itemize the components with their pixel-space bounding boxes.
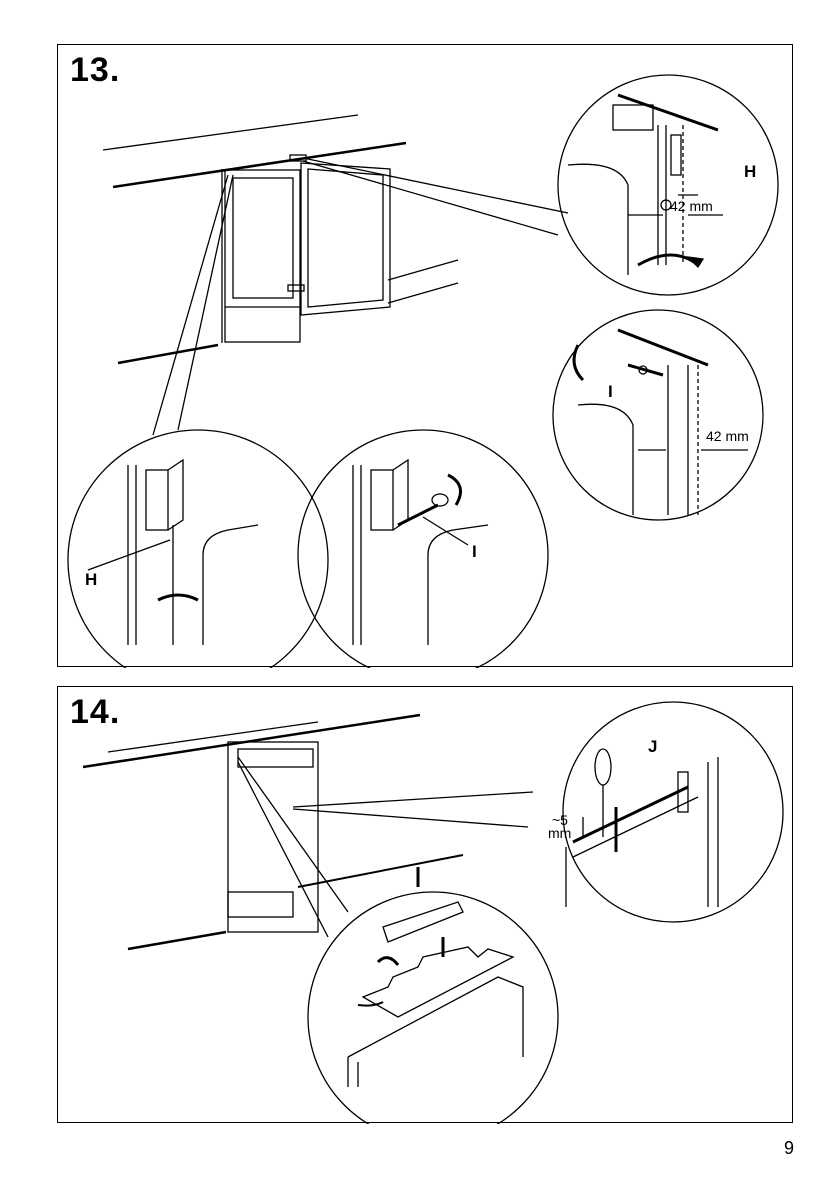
part-label-i: I (608, 382, 613, 401)
page-number: 9 (783, 1138, 794, 1158)
dimension-label: 42 mm (706, 428, 749, 444)
step-13-panel: 13. (57, 44, 793, 668)
step-number: 13. (70, 51, 121, 89)
dimension-unit: mm (548, 825, 572, 841)
step-14-illustration (82, 701, 784, 1124)
step-14-panel: 14. J ~5 mm (57, 686, 793, 1124)
part-label-h: H (744, 162, 757, 181)
step-number: 14. (70, 693, 121, 731)
part-label-h: H (85, 570, 98, 589)
step-13-illustration (67, 74, 779, 668)
part-label-j: J (648, 737, 658, 756)
dimension-value: ~5 (552, 812, 568, 828)
part-label-i: I (472, 542, 477, 561)
dimension-label: 42 mm (670, 198, 713, 214)
